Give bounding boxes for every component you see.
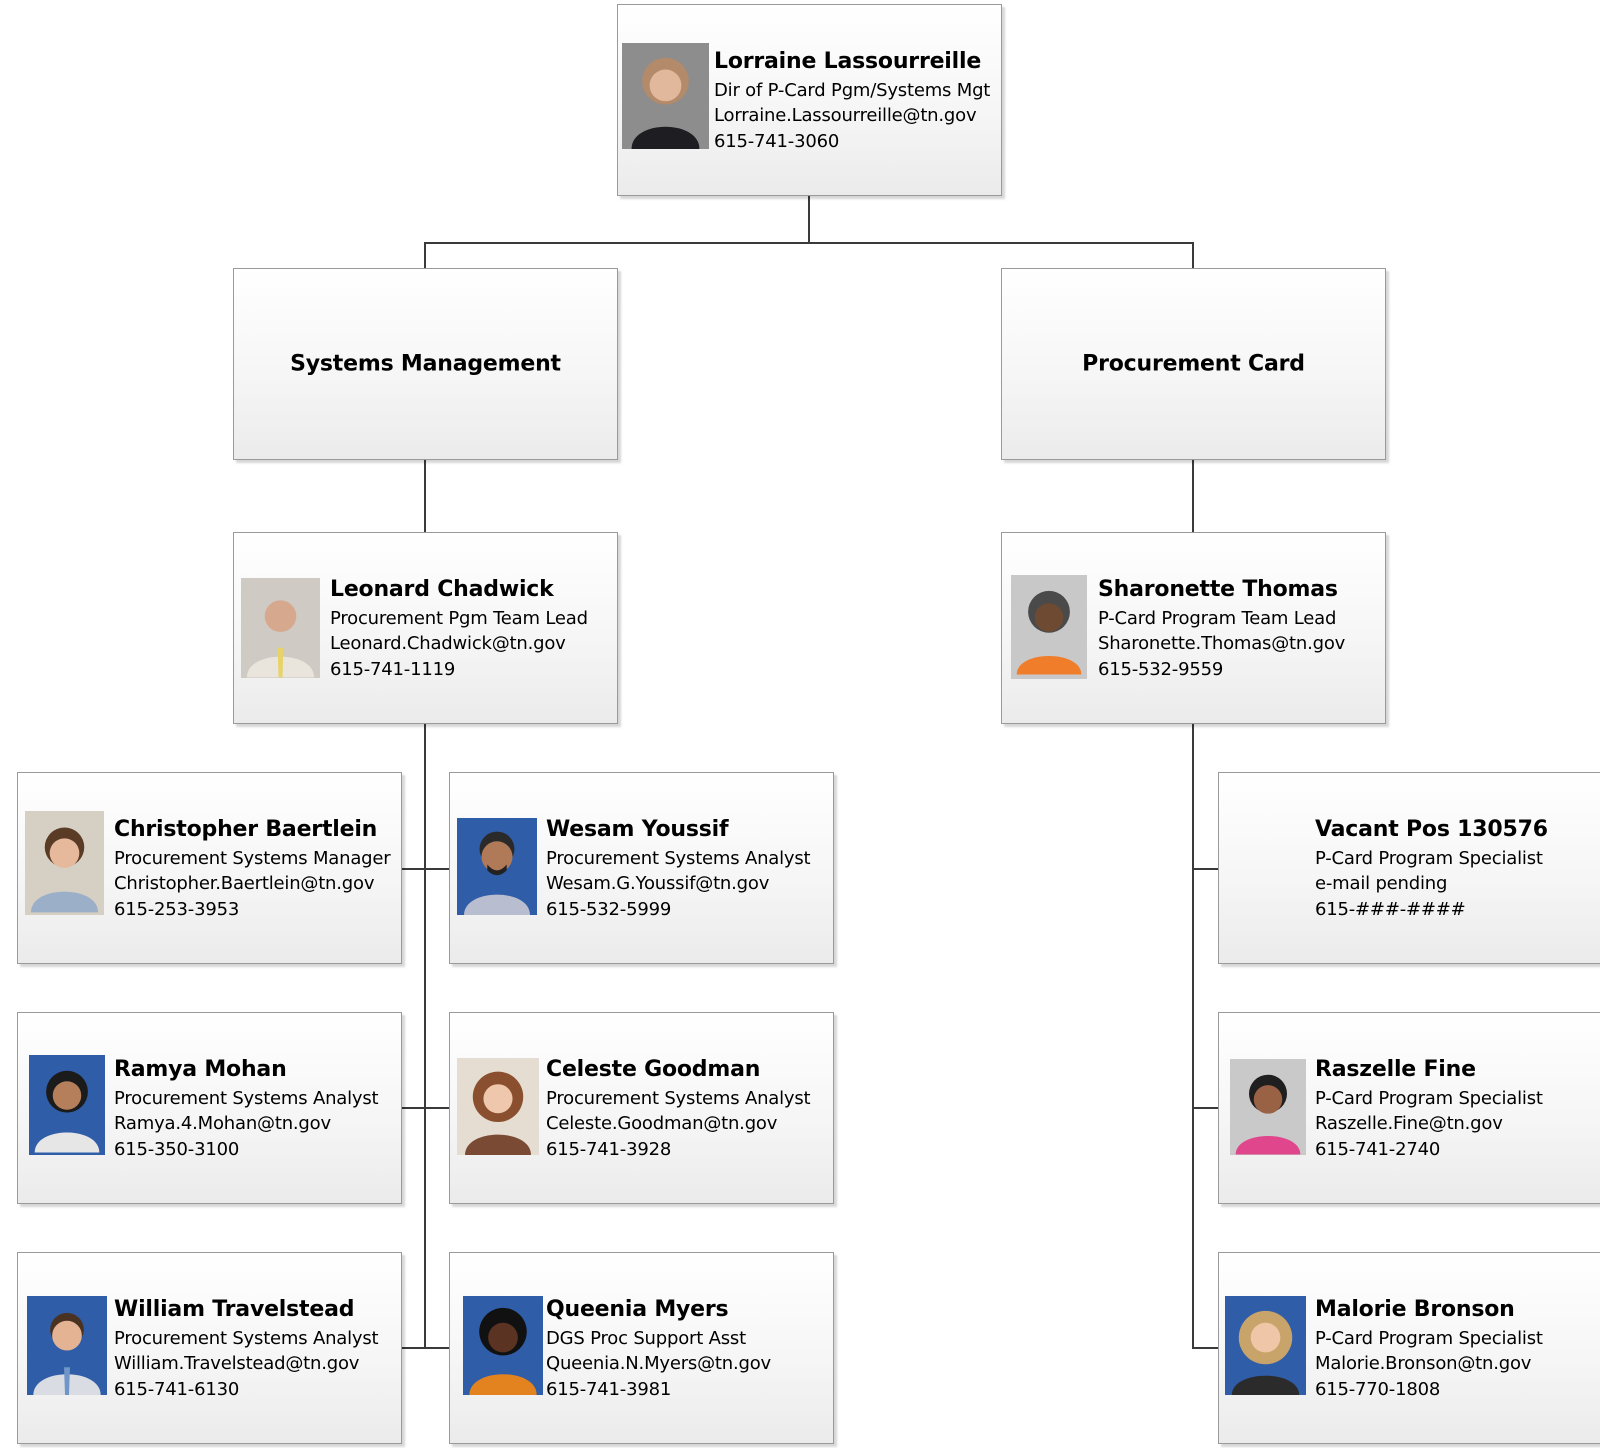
avatar-photo: [1011, 575, 1087, 679]
person-name: Queenia Myers: [546, 1297, 729, 1322]
avatar-photo: [29, 1055, 105, 1155]
person-name: Christopher Baertlein: [114, 817, 378, 842]
card-department-systems-management[interactable]: Systems Management: [233, 268, 618, 460]
avatar-photo: [25, 811, 104, 915]
connector-pcard-to-lead: [1192, 459, 1194, 532]
avatar-photo: [622, 43, 709, 149]
job-title: P-Card Program Team Lead: [1098, 608, 1337, 629]
card-department-procurement-card[interactable]: Procurement Card: [1001, 268, 1386, 460]
phone-number: 615-741-2740: [1315, 1139, 1441, 1160]
email-address[interactable]: Celeste.Goodman@tn.gov: [546, 1113, 778, 1134]
email-address[interactable]: Leonard.Chadwick@tn.gov: [330, 633, 566, 654]
email-address[interactable]: William.Travelstead@tn.gov: [114, 1353, 360, 1374]
person-name: William Travelstead: [114, 1297, 355, 1322]
connector-department-bar: [424, 242, 1194, 244]
card-staff[interactable]: Wesam Youssif Procurement Systems Analys…: [449, 772, 834, 964]
phone-number: 615-253-3953: [114, 899, 240, 920]
avatar-photo: [457, 1058, 539, 1155]
phone-number: 615-741-6130: [114, 1379, 240, 1400]
phone-number: 615-741-1119: [330, 659, 456, 680]
phone-number: 615-532-5999: [546, 899, 672, 920]
card-pcard-lead[interactable]: Sharonette Thomas P-Card Program Team Le…: [1001, 532, 1386, 724]
avatar-photo: [27, 1296, 107, 1395]
connector-pcard-branch-row3: [1192, 1347, 1218, 1349]
connector-pcard-trunk: [1192, 722, 1194, 1349]
job-title: Procurement Systems Analyst: [114, 1328, 379, 1349]
job-title: Procurement Systems Analyst: [114, 1088, 379, 1109]
avatar-photo: [1230, 1059, 1306, 1155]
connector-systems-branch-row3: [402, 1347, 450, 1349]
person-name: Celeste Goodman: [546, 1057, 761, 1082]
connector-pcard-branch-row1: [1192, 868, 1218, 870]
avatar-photo: [463, 1296, 543, 1395]
card-staff[interactable]: Malorie Bronson P-Card Program Specialis…: [1218, 1252, 1600, 1444]
connector-director-down: [808, 196, 810, 244]
person-name: Leonard Chadwick: [330, 577, 554, 602]
avatar-photo: [241, 578, 320, 678]
connector-to-systems-management: [424, 242, 426, 269]
email-address: e-mail pending: [1315, 873, 1448, 894]
email-address[interactable]: Christopher.Baertlein@tn.gov: [114, 873, 375, 894]
card-staff[interactable]: Celeste Goodman Procurement Systems Anal…: [449, 1012, 834, 1204]
department-label: Systems Management: [290, 351, 561, 377]
phone-number: 615-532-9559: [1098, 659, 1224, 680]
person-name: Raszelle Fine: [1315, 1057, 1476, 1082]
avatar-photo: [457, 818, 537, 915]
person-name: Malorie Bronson: [1315, 1297, 1515, 1322]
person-name: Sharonette Thomas: [1098, 577, 1338, 602]
email-address[interactable]: Raszelle.Fine@tn.gov: [1315, 1113, 1503, 1134]
person-name: Ramya Mohan: [114, 1057, 287, 1082]
job-title: P-Card Program Specialist: [1315, 848, 1543, 869]
email-address[interactable]: Ramya.4.Mohan@tn.gov: [114, 1113, 331, 1134]
avatar-photo: [1225, 1296, 1306, 1395]
card-staff[interactable]: Ramya Mohan Procurement Systems Analyst …: [17, 1012, 402, 1204]
job-title: P-Card Program Specialist: [1315, 1328, 1543, 1349]
email-address[interactable]: Lorraine.Lassourreille@tn.gov: [714, 105, 977, 126]
person-name: Vacant Pos 130576: [1315, 817, 1548, 842]
connector-systems-trunk: [424, 722, 426, 1349]
job-title: DGS Proc Support Asst: [546, 1328, 746, 1349]
card-staff[interactable]: Christopher Baertlein Procurement System…: [17, 772, 402, 964]
phone-number: 615-350-3100: [114, 1139, 240, 1160]
card-staff[interactable]: Raszelle Fine P-Card Program Specialist …: [1218, 1012, 1600, 1204]
job-title: Procurement Pgm Team Lead: [330, 608, 588, 629]
job-title: Procurement Systems Analyst: [546, 1088, 811, 1109]
email-address[interactable]: Wesam.G.Youssif@tn.gov: [546, 873, 770, 894]
connector-to-procurement-card: [1192, 242, 1194, 269]
card-director[interactable]: Lorraine Lassourreille Dir of P-Card Pgm…: [617, 4, 1002, 196]
person-name: Lorraine Lassourreille: [714, 49, 982, 74]
card-staff[interactable]: William Travelstead Procurement Systems …: [17, 1252, 402, 1444]
connector-systems-to-lead: [424, 459, 426, 532]
phone-number: 615-741-3060: [714, 131, 840, 152]
department-label: Procurement Card: [1082, 351, 1305, 377]
connector-systems-branch-row2: [402, 1107, 450, 1109]
connector-pcard-branch-row2: [1192, 1107, 1218, 1109]
phone-number: 615-741-3981: [546, 1379, 672, 1400]
phone-number: 615-741-3928: [546, 1139, 672, 1160]
phone-number: 615-770-1808: [1315, 1379, 1441, 1400]
phone-number: 615-###-####: [1315, 899, 1466, 920]
email-address[interactable]: Malorie.Bronson@tn.gov: [1315, 1353, 1532, 1374]
card-staff-vacant[interactable]: Vacant Pos 130576 P-Card Program Special…: [1218, 772, 1600, 964]
card-staff[interactable]: Queenia Myers DGS Proc Support Asst Quee…: [449, 1252, 834, 1444]
card-systems-lead[interactable]: Leonard Chadwick Procurement Pgm Team Le…: [233, 532, 618, 724]
person-name: Wesam Youssif: [546, 817, 729, 842]
connector-systems-branch-row1: [402, 868, 450, 870]
job-title: Dir of P-Card Pgm/Systems Mgt: [714, 80, 991, 101]
job-title: Procurement Systems Analyst: [546, 848, 811, 869]
email-address[interactable]: Sharonette.Thomas@tn.gov: [1098, 633, 1346, 654]
job-title: P-Card Program Specialist: [1315, 1088, 1543, 1109]
job-title: Procurement Systems Manager: [114, 848, 391, 869]
email-address[interactable]: Queenia.N.Myers@tn.gov: [546, 1353, 771, 1374]
